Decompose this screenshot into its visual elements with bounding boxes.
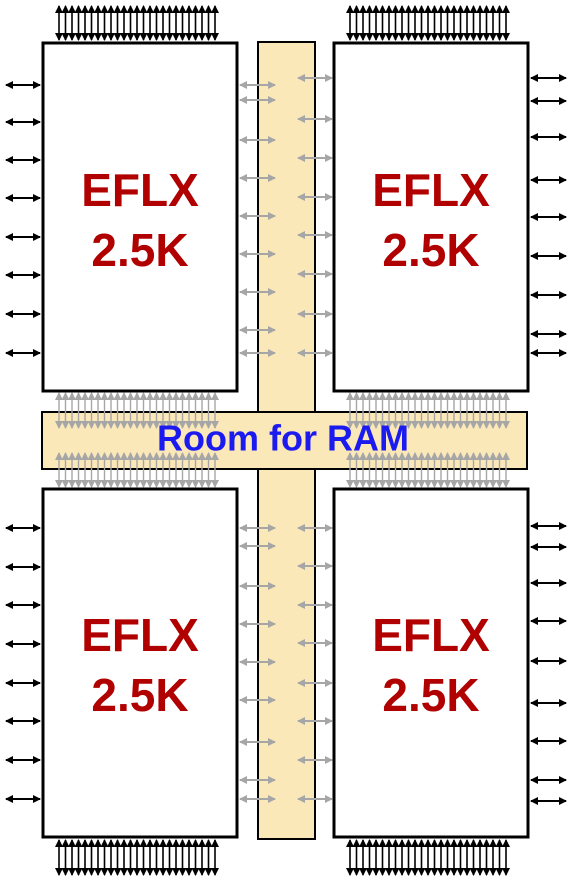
eflx-block-top-right-rect [332, 41, 530, 393]
eflx-block-top-left: EFLX 2.5K [41, 41, 239, 393]
eflx-block-size: 2.5K [382, 669, 479, 721]
eflx-block-title: EFLX [81, 164, 199, 216]
eflx-block-title: EFLX [372, 609, 490, 661]
eflx-block-top-left-rect [41, 41, 239, 393]
eflx-block-size: 2.5K [382, 224, 479, 276]
ram-area-label: Room for RAM [157, 418, 409, 459]
eflx-block-bottom-left: EFLX 2.5K [41, 487, 239, 839]
eflx-block-top-right: EFLX 2.5K [332, 41, 530, 393]
eflx-block-bottom-right-rect [332, 487, 530, 839]
eflx-block-size: 2.5K [91, 669, 188, 721]
eflx-block-size: 2.5K [91, 224, 188, 276]
eflx-block-bottom-left-rect [41, 487, 239, 839]
eflx-block-bottom-right: EFLX 2.5K [332, 487, 530, 839]
eflx-block-title: EFLX [81, 609, 199, 661]
channel-crossing [259, 413, 314, 468]
io-arrows-layer [5, 5, 567, 876]
eflx-block-title: EFLX [372, 164, 490, 216]
